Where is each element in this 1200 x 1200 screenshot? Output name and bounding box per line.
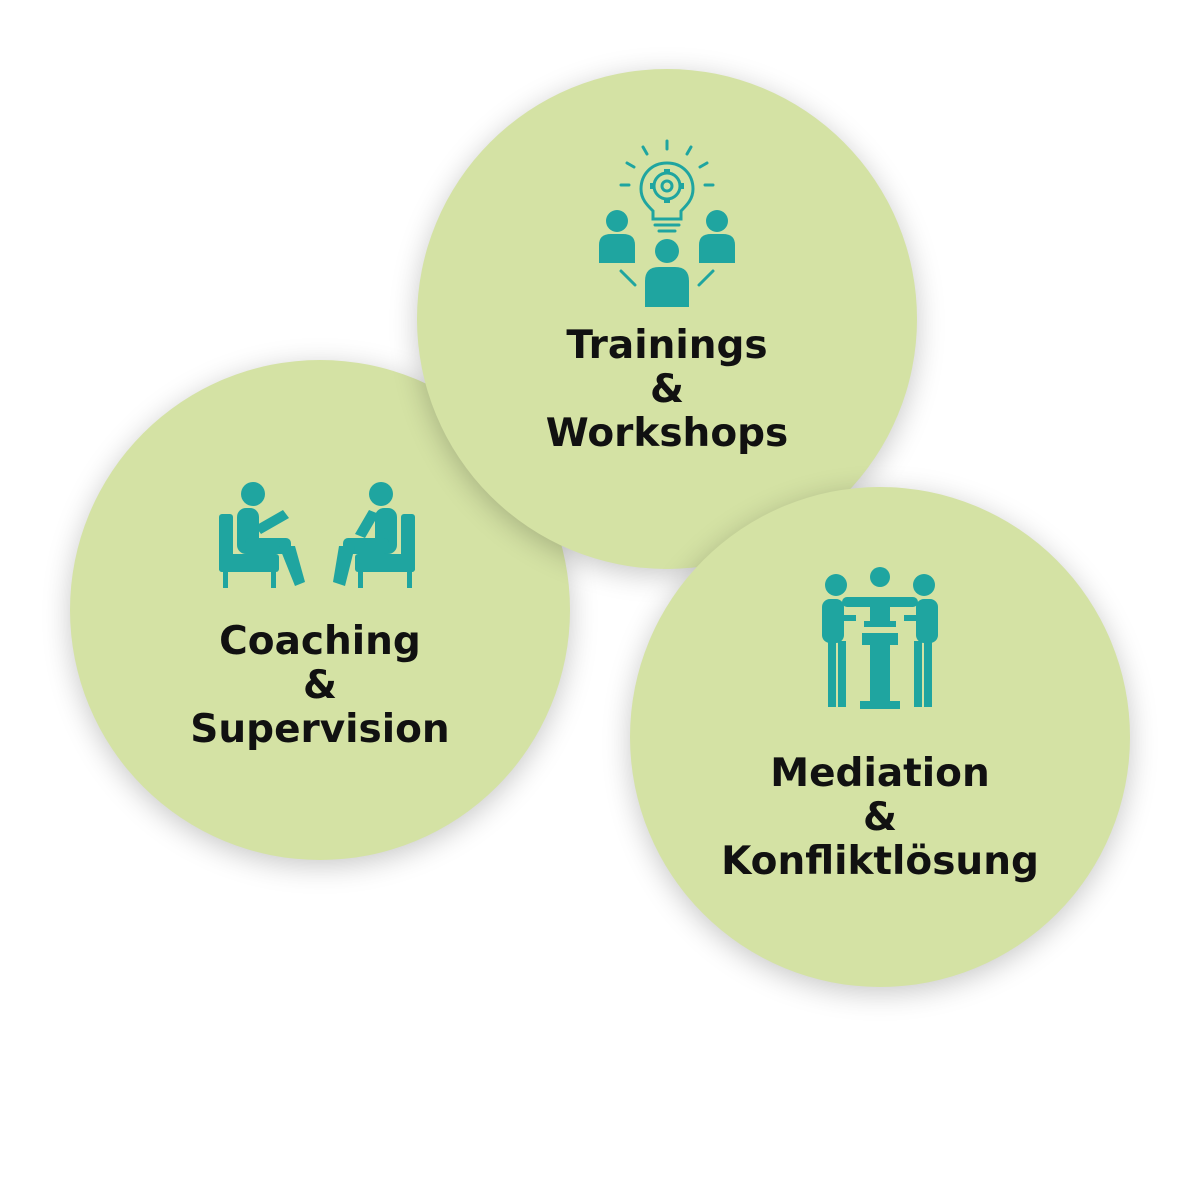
coaching-ampersand: & xyxy=(302,663,337,708)
trainings-workshops-label: Trainings & Workshops xyxy=(487,324,847,456)
coaching-title: Coaching xyxy=(219,619,421,664)
workshops-title: Workshops xyxy=(545,411,789,456)
coaching-supervision-label: Coaching & Supervision xyxy=(140,620,500,752)
trainings-workshops-circle: Trainings & Workshops xyxy=(417,69,917,569)
mediation-ampersand: & xyxy=(862,795,897,840)
mediation-title: Mediation xyxy=(770,751,990,796)
mediation-konfliktloesung-circle: Mediation & Konfliktlösung xyxy=(630,487,1130,987)
supervision-title: Supervision xyxy=(190,707,450,752)
three-people-round-table-icon xyxy=(822,567,938,709)
team-lightbulb-gear-icon xyxy=(599,139,735,307)
konfliktloesung-title: Konfliktlösung xyxy=(721,839,1039,884)
mediation-konfliktloesung-label: Mediation & Konfliktlösung xyxy=(700,752,1060,884)
trainings-title: Trainings xyxy=(566,323,768,368)
trainings-ampersand: & xyxy=(649,367,684,412)
two-people-armchairs-icon xyxy=(219,482,415,588)
